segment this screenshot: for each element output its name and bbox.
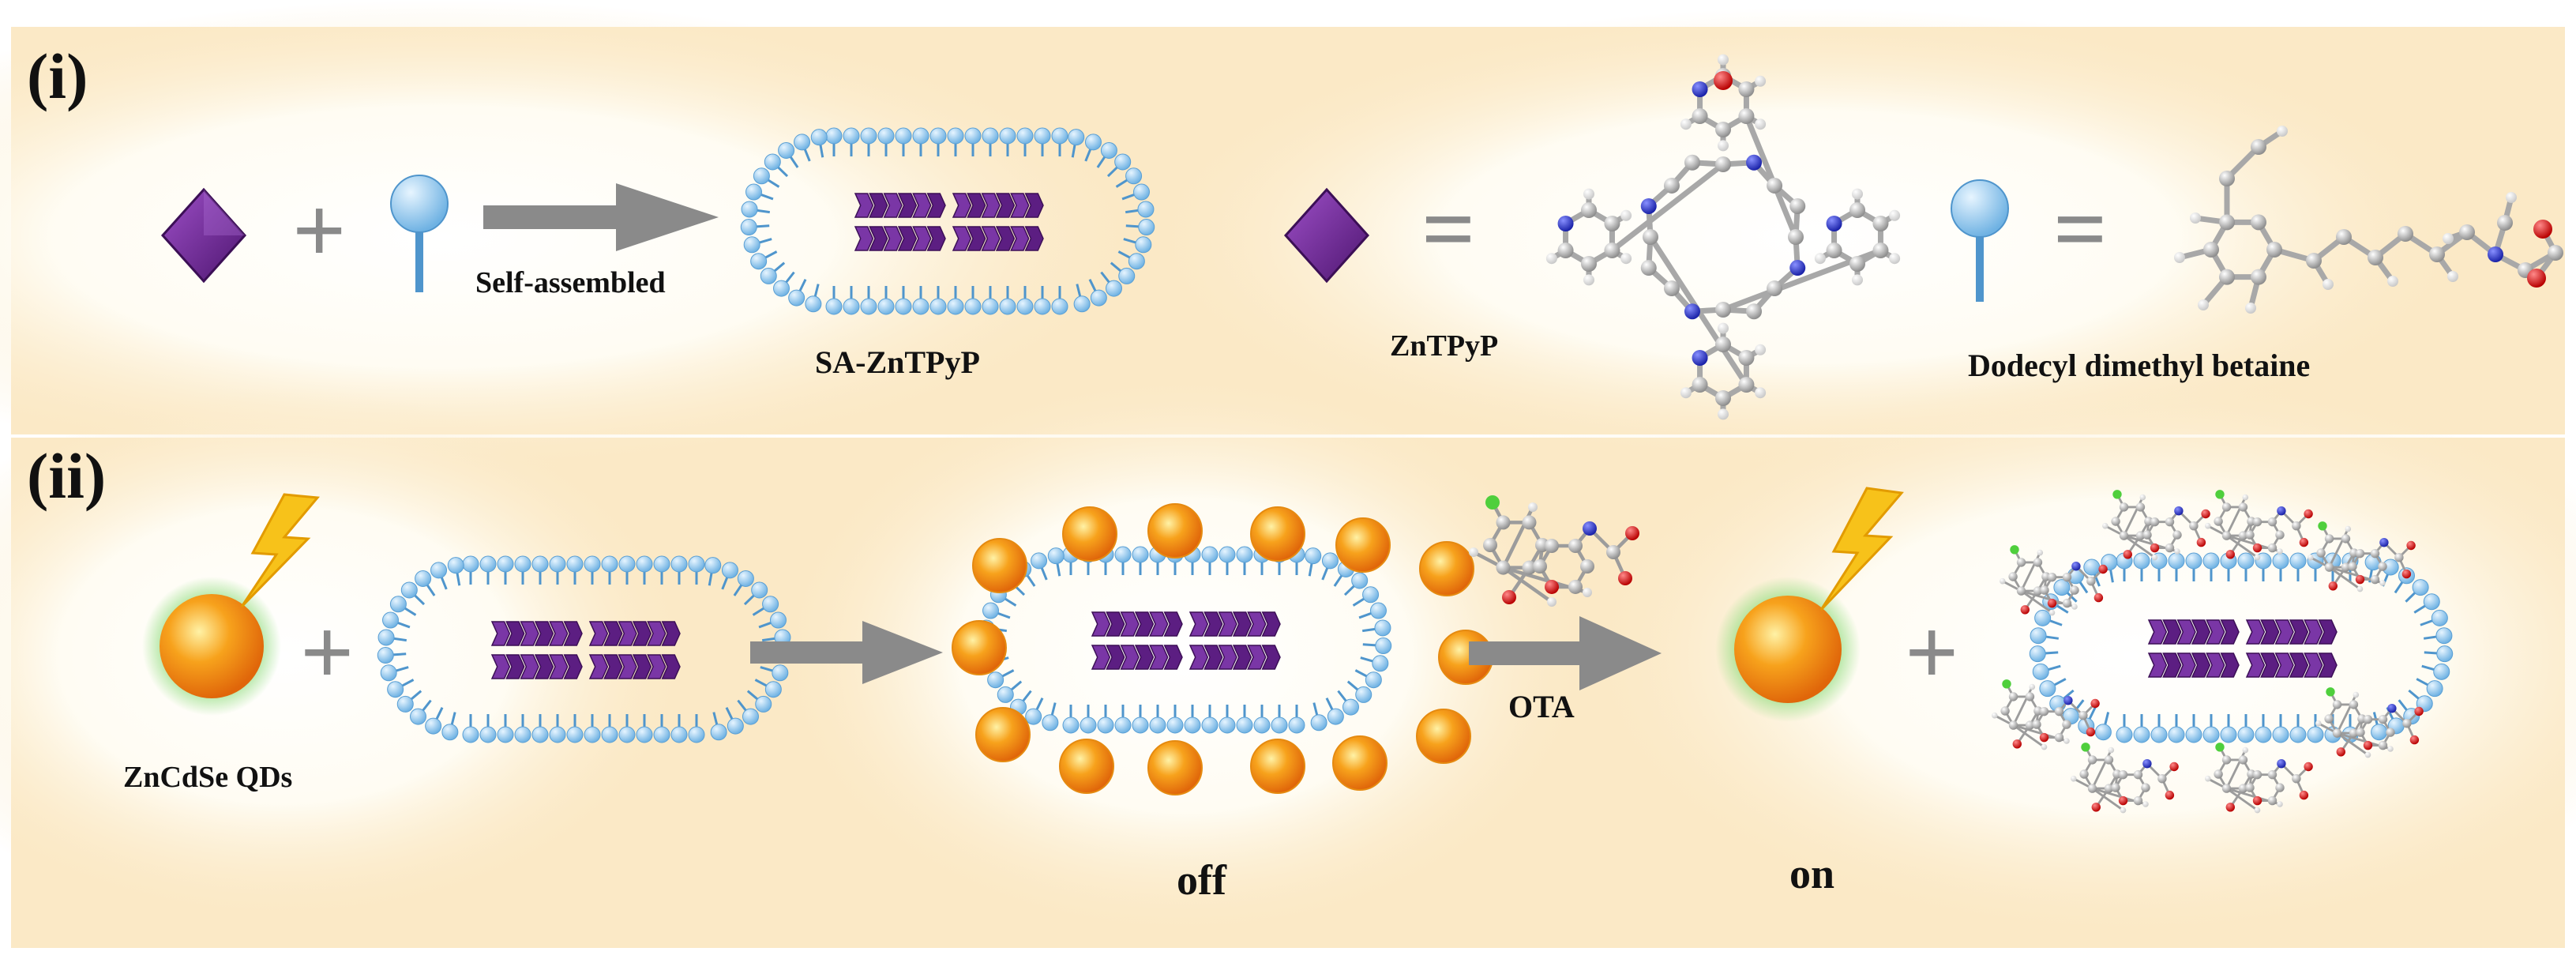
qd-ring-around-capsule	[952, 503, 1493, 795]
equals-sign-2: =	[2053, 176, 2107, 281]
lightning-icon-1	[240, 493, 320, 608]
label-self-assembled: Self-assembled	[475, 266, 666, 299]
label-zncdse-qds: ZnCdSe QDs	[123, 761, 292, 794]
lightning-icon-2	[1819, 487, 1904, 611]
plus-sign-1: +	[292, 178, 346, 283]
panel-label-ii: (ii)	[27, 440, 106, 512]
equals-sign-1: =	[1421, 176, 1475, 281]
betaine-molecule-model	[2174, 126, 2563, 314]
label-dodecyl-dimethyl-betaine: Dodecyl dimethyl betaine	[1968, 348, 2310, 383]
arrow-self-assembled	[483, 183, 719, 251]
zntpyp-legend-diamond-icon	[1283, 187, 1370, 284]
arrow-2	[750, 621, 943, 684]
plus-sign-2: +	[300, 600, 354, 705]
qd-with-light-1	[142, 493, 320, 716]
label-ota: OTA	[1508, 689, 1575, 724]
betaine-legend-surfactant-icon	[1951, 179, 2009, 302]
ota-bound-capsule	[2029, 552, 2454, 743]
surfactant-icon	[390, 175, 449, 292]
arrow-ota	[1469, 616, 1662, 690]
label-off: off	[1177, 856, 1227, 904]
qd-with-light-2	[1715, 487, 1904, 722]
sa-zntpyp-capsule-1	[740, 127, 1155, 315]
label-zntpyp: ZnTPyP	[1390, 329, 1498, 363]
zntpyp-molecule-model	[1545, 54, 1901, 420]
label-on: on	[1789, 850, 1834, 897]
zntpyp-diamond-icon	[160, 187, 247, 284]
ota-molecules-around-capsule	[1992, 490, 2424, 814]
panel-label-i: (i)	[27, 40, 88, 112]
label-sa-zntpyp: SA-ZnTPyP	[815, 344, 980, 380]
ota-molecule-over-arrow	[1469, 495, 1639, 607]
sa-zntpyp-capsule-2	[377, 555, 792, 743]
plus-sign-3: +	[1905, 600, 1958, 705]
